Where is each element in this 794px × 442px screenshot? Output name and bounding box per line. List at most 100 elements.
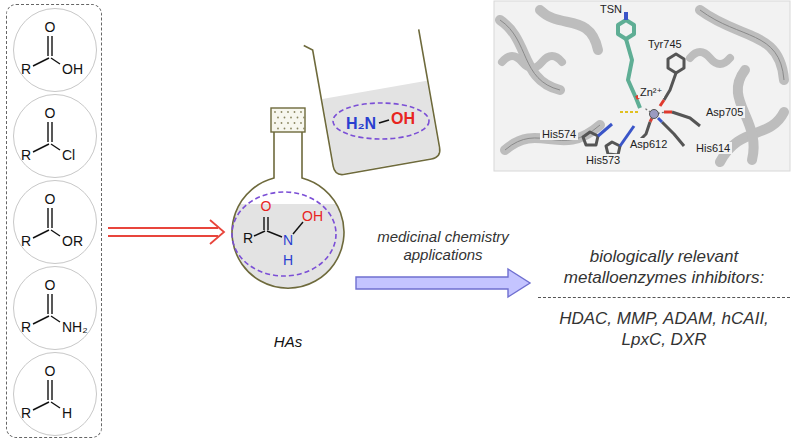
chemical-bond [51, 230, 60, 236]
ligand-ring [618, 20, 634, 39]
helix [690, 52, 730, 64]
ligand-amine [624, 12, 628, 20]
structure-label: R [21, 319, 31, 335]
stipple-dot [300, 111, 302, 113]
residue-label: His574 [540, 128, 578, 140]
reactant-circle: OROR [13, 180, 97, 264]
arrow-line [108, 227, 218, 229]
image-ground [494, 1, 790, 171]
chemical-bond [33, 58, 49, 66]
arrow-line [108, 235, 218, 237]
ribbon [540, 10, 598, 50]
chemical-bond [47, 208, 48, 228]
residue-label: His573 [584, 154, 622, 166]
tyrosine-stick [664, 73, 676, 100]
residue-sticks [583, 54, 700, 155]
structure-label: H [283, 252, 293, 268]
reactant-circle: ORNH₂ [13, 266, 97, 350]
stipple-dot [287, 122, 289, 124]
ribbon [505, 125, 600, 150]
structure-label: R [21, 405, 31, 421]
chemical-bond [33, 144, 49, 152]
compound-class-label: HAs [274, 333, 302, 350]
zinc-ion [650, 110, 659, 119]
structure-label: Cl [62, 147, 75, 163]
chemical-bond [51, 402, 60, 408]
chemical-bond [33, 230, 49, 238]
structure-label: R [21, 61, 31, 77]
protein-structure-image [494, 1, 790, 171]
chemical-bond [33, 402, 49, 410]
structure-label: O [45, 19, 56, 35]
structure-label: OH [62, 61, 83, 77]
arrow-label: medicinal chemistry applications [358, 228, 528, 266]
chemical-bond [47, 36, 48, 56]
retrosynthesis-arrow [108, 220, 224, 244]
structure-label: N [283, 232, 293, 248]
structure-label: R [243, 230, 253, 246]
chemical-bond [51, 58, 60, 64]
chemical-bond [51, 144, 60, 150]
chemical-bond [47, 122, 48, 142]
chemical-bond [51, 294, 52, 314]
structure-label: O [45, 363, 56, 379]
chemical-bond [51, 122, 52, 142]
chemical-bond [267, 217, 268, 230]
ground-glass-joint [271, 108, 305, 132]
chemical-bond [33, 316, 49, 324]
structure-label: O [45, 277, 56, 293]
node-outline [305, 24, 445, 176]
stipple-dot [274, 122, 276, 124]
dashed-highlight [232, 192, 336, 276]
structure-label: H₂N [346, 115, 376, 133]
residue-label: TSN [598, 3, 624, 15]
histidine-ring [583, 132, 598, 145]
chemical-bond [379, 120, 389, 123]
dashed-highlight [333, 103, 429, 139]
ribbon-edge [500, 20, 560, 90]
stipple-dot [303, 117, 305, 119]
reactant-circle: O R Cl [13, 94, 97, 178]
chemical-bond [293, 222, 303, 234]
chemical-bond [51, 36, 52, 56]
stipple-dot [294, 111, 296, 113]
stipple-dot [284, 128, 286, 130]
ribbon-edge [505, 125, 600, 150]
structure-label: OH [391, 110, 415, 128]
tyrosine-oxygen [660, 100, 664, 106]
node-outline [14, 9, 98, 93]
beaker-drawing [304, 25, 442, 177]
structure-label: H [62, 405, 72, 421]
beaker-outline [304, 25, 442, 177]
stipple-dot [281, 111, 283, 113]
reactant-circle: O R H [13, 352, 97, 436]
node-outline [14, 267, 98, 351]
aspartate-oxygen [664, 111, 672, 114]
histidine-nitrogen [658, 118, 662, 122]
enzyme-list: HDAC, MMP, ADAM, hCAII, LpxC, DXR [538, 308, 790, 351]
chemical-bond [47, 380, 48, 400]
residue-label: His614 [694, 142, 732, 154]
protein-ribbons [500, 10, 784, 162]
chemical-bond [254, 231, 265, 236]
stipple-dot [281, 122, 283, 124]
residue-label: Asp705 [704, 106, 745, 118]
structure-label: R [21, 147, 31, 163]
target-heading: biologically relevant metalloenzymes inh… [538, 246, 790, 289]
structure-label: OR [62, 233, 83, 249]
hydrogen-bond [620, 111, 640, 113]
target-text-node: biologically relevant metalloenzymes inh… [538, 246, 790, 350]
chemical-bond [51, 380, 52, 400]
arrow-head [210, 220, 224, 244]
ribbon-edge [700, 10, 784, 80]
beaker-node: H₂N OH [305, 24, 445, 176]
stipple-dot [287, 111, 289, 113]
chemical-bond [51, 208, 52, 228]
structure-label: O [45, 105, 56, 121]
aspartate-stick [672, 112, 700, 126]
stipple-dot [277, 117, 279, 119]
structure-label: R [21, 233, 31, 249]
reactant-circle: O R OH [13, 8, 97, 92]
